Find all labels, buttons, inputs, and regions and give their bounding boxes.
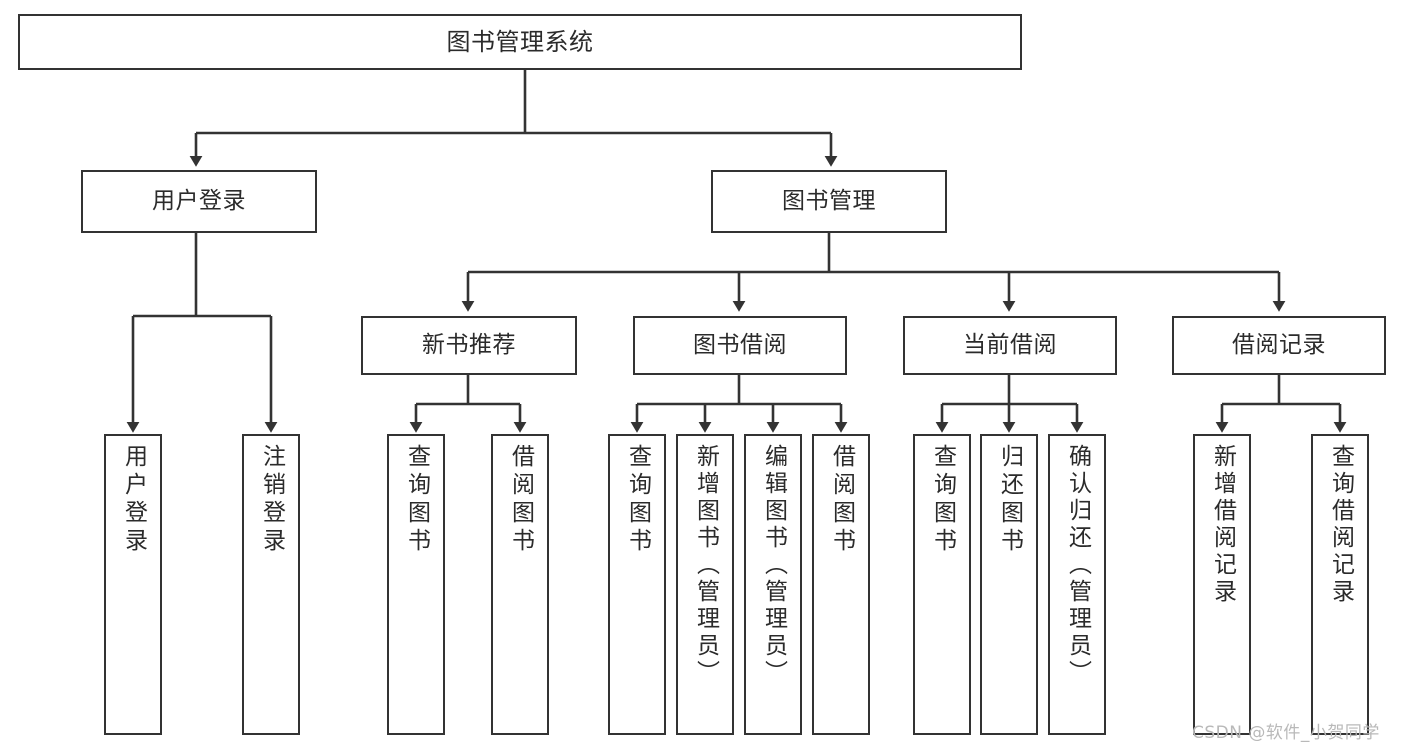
node-label: 新增借阅记录	[1209, 444, 1236, 606]
node-label: 查询图书	[624, 444, 651, 556]
leaf-query-book-recommend[interactable]: 查询图书	[387, 434, 445, 735]
node-label: 图书管理	[782, 187, 876, 214]
node-label: 图书管理系统	[446, 27, 594, 56]
leaf-add-book[interactable]: 新增图书（管理员）	[676, 434, 734, 735]
leaf-return-book[interactable]: 归还图书	[980, 434, 1038, 735]
node-label: 图书借阅	[693, 331, 787, 358]
node-label: 新增图书（管理员）	[692, 444, 719, 687]
leaf-query-book-borrow[interactable]: 查询图书	[608, 434, 666, 735]
node-borrow-record[interactable]: 借阅记录	[1172, 316, 1386, 375]
node-label: 当前借阅	[963, 331, 1057, 358]
node-user-login[interactable]: 用户登录	[81, 170, 317, 233]
node-label: 借阅图书	[828, 444, 855, 556]
leaf-query-book-current[interactable]: 查询图书	[913, 434, 971, 735]
node-label: 用户登录	[120, 444, 147, 556]
node-label: 查询借阅记录	[1327, 444, 1354, 606]
node-label: 查询图书	[929, 444, 956, 556]
node-label: 借阅图书	[507, 444, 534, 556]
node-label: 用户登录	[152, 187, 246, 214]
node-label: 查询图书	[403, 444, 430, 556]
csdn-watermark: CSDN @软件_小贺同学	[1192, 723, 1380, 743]
leaf-user-login[interactable]: 用户登录	[104, 434, 162, 735]
node-new-book-recommend[interactable]: 新书推荐	[361, 316, 577, 375]
leaf-logout-login[interactable]: 注销登录	[242, 434, 300, 735]
node-book-borrow[interactable]: 图书借阅	[633, 316, 847, 375]
node-label: 借阅记录	[1232, 331, 1326, 358]
node-current-borrow[interactable]: 当前借阅	[903, 316, 1117, 375]
leaf-borrow-book-recommend[interactable]: 借阅图书	[491, 434, 549, 735]
node-book-manage[interactable]: 图书管理	[711, 170, 947, 233]
node-label: 注销登录	[258, 444, 285, 556]
leaf-add-borrow-record[interactable]: 新增借阅记录	[1193, 434, 1251, 735]
node-label: 新书推荐	[422, 331, 516, 358]
leaf-borrow-book-borrow[interactable]: 借阅图书	[812, 434, 870, 735]
node-label: 编辑图书（管理员）	[760, 444, 787, 687]
node-label: 确认归还（管理员）	[1064, 444, 1091, 687]
leaf-query-borrow-record[interactable]: 查询借阅记录	[1311, 434, 1369, 735]
leaf-confirm-return[interactable]: 确认归还（管理员）	[1048, 434, 1106, 735]
node-label: 归还图书	[996, 444, 1023, 556]
leaf-edit-book[interactable]: 编辑图书（管理员）	[744, 434, 802, 735]
node-root-system[interactable]: 图书管理系统	[18, 14, 1022, 70]
